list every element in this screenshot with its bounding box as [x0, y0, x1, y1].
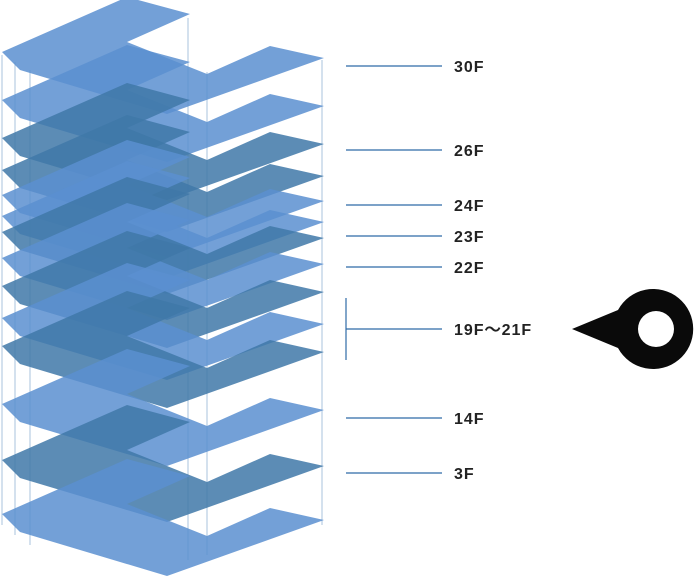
location-pin-icon [572, 289, 694, 370]
floor-label-19f-21f: 19F〜21F [454, 322, 532, 339]
floor-slabs [2, 0, 324, 576]
floor-label-30f: 30F [454, 59, 485, 76]
floor-label-24f: 24F [454, 198, 485, 215]
floor-label-14f: 14F [454, 411, 485, 428]
floor-label-22f: 22F [454, 260, 485, 277]
leader-lines [345, 65, 442, 474]
floor-label-23f: 23F [454, 229, 485, 246]
floor-slab [2, 459, 324, 576]
floor-label-26f: 26F [454, 143, 485, 160]
floor-label-3f: 3F [454, 466, 475, 483]
